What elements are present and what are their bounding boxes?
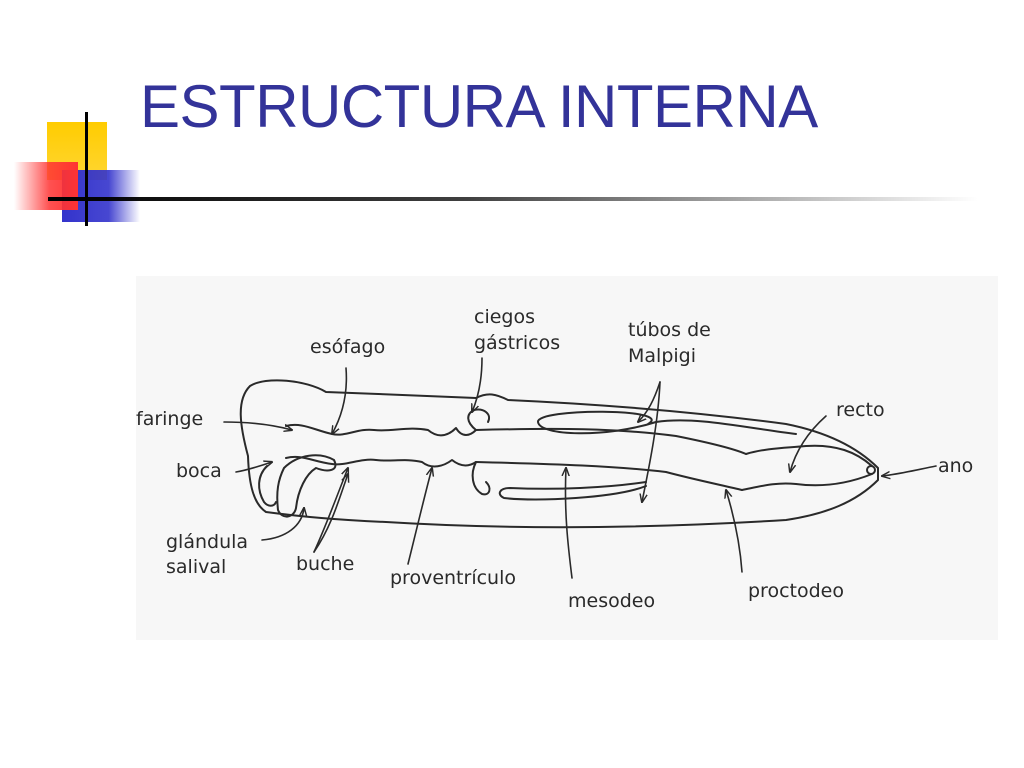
- pointer-ano: [882, 465, 937, 476]
- label-buche: buche: [296, 553, 354, 575]
- pointer-boca: [235, 462, 272, 473]
- pointer-buche: [313, 474, 348, 553]
- hindgut-lower-wall: [741, 473, 873, 491]
- gastric-caecum-lower: [471, 461, 491, 496]
- label-tubos-line1: túbos de: [628, 319, 711, 341]
- anatomy-diagram: esófago ciegos gástricos túbos de Malpig…: [136, 276, 998, 640]
- diagram-background: [136, 276, 998, 640]
- foregut-lower-wall: [285, 455, 477, 468]
- label-esofago: esófago: [310, 336, 385, 358]
- label-glandula-line2: salival: [166, 556, 226, 578]
- pointer-tubos-1: [638, 381, 661, 422]
- label-mesodeo: mesodeo: [568, 590, 655, 612]
- pointer-tubos-2: [642, 381, 661, 502]
- label-faringe: faringe: [136, 408, 203, 430]
- salivary-gland: [276, 454, 337, 518]
- pointer-recto: [790, 415, 827, 472]
- title-underline: [48, 197, 978, 201]
- label-ciegos-line1: ciegos: [474, 306, 535, 328]
- label-glandula-line1: glándula: [166, 531, 248, 553]
- label-boca: boca: [176, 460, 222, 482]
- pointer-glandula: [261, 508, 304, 541]
- ornament-red-square: [14, 162, 78, 210]
- ornament-vertical-line: [85, 112, 88, 226]
- pointer-faringe: [223, 421, 292, 430]
- hindgut-upper-wall: [745, 444, 873, 467]
- label-proctodeo: proctodeo: [748, 580, 844, 602]
- body-outline: [239, 379, 879, 529]
- page-title: ESTRUCTURA INTERNA: [140, 73, 818, 140]
- label-tubos-line2: Malpigi: [628, 345, 696, 367]
- pointer-proventriculo: [407, 468, 432, 565]
- label-proventriculo: proventrículo: [390, 567, 516, 589]
- malpighian-tubule-lower: [498, 481, 647, 501]
- label-recto: recto: [836, 399, 885, 421]
- malpighian-tubule-upper: [536, 410, 797, 435]
- label-ano: ano: [938, 455, 973, 477]
- head-mouth-cleft: [258, 465, 277, 507]
- pointer-ciegos: [472, 357, 483, 412]
- pointer-proctodeo: [726, 490, 743, 573]
- midgut-lower-wall: [475, 461, 743, 491]
- anus-opening: [866, 465, 876, 475]
- pointer-esofago: [332, 367, 348, 434]
- pointer-mesodeo: [565, 468, 573, 579]
- midgut-upper-wall: [475, 427, 747, 455]
- foregut-upper-wall: [285, 424, 477, 437]
- title-ornament: [14, 112, 978, 226]
- label-ciegos-line2: gástricos: [474, 332, 560, 354]
- pointer-buche-2: [313, 468, 348, 553]
